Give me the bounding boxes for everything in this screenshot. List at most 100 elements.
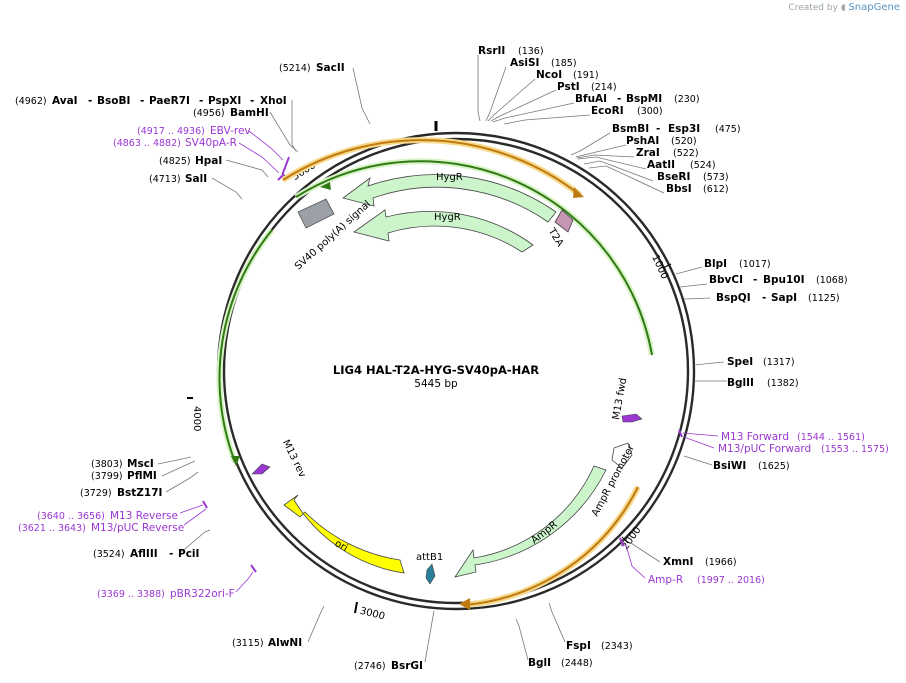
site-name-4: PspXI xyxy=(208,95,241,107)
site-bgli[interactable]: BglI (2448) xyxy=(528,657,593,669)
site-name: BlpI xyxy=(704,258,727,270)
site-pshai[interactable]: PshAI (520) xyxy=(626,135,697,147)
primer-range: (4917 .. 4936) xyxy=(137,126,205,137)
site-bfuai[interactable]: BfuAI - BspMI (230) xyxy=(575,93,700,105)
site-name: AlwNI xyxy=(268,637,302,649)
site-dash: - xyxy=(140,95,144,107)
site-pos: (520) xyxy=(671,136,697,147)
ampr-arrow xyxy=(454,465,607,578)
site-name: BsiWI xyxy=(713,460,746,472)
primer-m13-reverse[interactable]: (3640 .. 3656) M13 Reverse xyxy=(37,510,178,522)
site-zrai[interactable]: ZraI (522) xyxy=(636,147,699,159)
tick-label-4000: 4000 xyxy=(191,406,202,431)
site-name-2: Esp3I xyxy=(668,123,700,135)
site-pos: (4956) xyxy=(193,108,225,119)
site-pos: (3524) xyxy=(93,549,125,560)
site-name-3: PaeR7I xyxy=(149,95,190,107)
primer-name: EBV-rev xyxy=(210,125,251,137)
m13-rev-primer xyxy=(251,463,271,475)
site-name: PshAI xyxy=(626,135,659,147)
site-pos: (1125) xyxy=(808,293,840,304)
primer-m13-forward[interactable]: M13 Forward (1544 .. 1561) xyxy=(721,431,865,443)
primer-amp-r[interactable]: Amp-R (1997 .. 2016) xyxy=(648,574,765,586)
site-alwni[interactable]: (3115) AlwNI xyxy=(232,637,302,649)
site-bseri[interactable]: BseRI (573) xyxy=(657,171,729,183)
primer-sv40pa-r[interactable]: (4863 .. 4882) SV40pA-R xyxy=(113,137,237,149)
site-name: BspQI xyxy=(716,292,751,304)
backbone-inner xyxy=(222,137,690,605)
site-fspi[interactable]: FspI (2343) xyxy=(566,640,633,652)
site-bstz17i[interactable]: (3729) BstZ17I xyxy=(80,487,162,499)
site-name: AvaI xyxy=(52,95,78,107)
attb1-feature xyxy=(425,563,436,585)
green-arc-right xyxy=(295,160,653,356)
site-ecori[interactable]: EcoRI (300) xyxy=(591,105,663,117)
site-bsmbi[interactable]: BsmBI - Esp3I (475) xyxy=(612,123,741,135)
ori-arrow xyxy=(283,494,405,574)
primer-name: M13 Forward xyxy=(721,431,789,443)
site-name: ZraI xyxy=(636,147,660,159)
site-pos: (185) xyxy=(551,58,577,69)
green-arc-left-arrowhead xyxy=(231,456,240,466)
primer-m13-puc-reverse[interactable]: (3621 .. 3643) M13/pUC Reverse xyxy=(18,522,184,534)
primer-range: (1544 .. 1561) xyxy=(797,432,865,443)
site-name: HpaI xyxy=(195,155,222,167)
site-name: BsmBI xyxy=(612,123,649,135)
site-pos: (4962) xyxy=(15,96,47,107)
site-sali[interactable]: (4713) SalI xyxy=(149,173,207,185)
site-name: FspI xyxy=(566,640,591,652)
primer-marks xyxy=(202,156,683,573)
site-psti[interactable]: PstI (214) xyxy=(557,81,617,93)
site-pos: (3115) xyxy=(232,638,264,649)
primer-name: M13 Reverse xyxy=(110,510,178,522)
site-pos: (4825) xyxy=(159,156,191,167)
orange-arc-bottom-arrowhead xyxy=(459,598,470,610)
site-pos: (1382) xyxy=(767,378,799,389)
site-name: BamHI xyxy=(230,107,269,119)
primer-leader-lines xyxy=(179,130,719,593)
site-bsrgi[interactable]: (2746) BsrGI xyxy=(354,660,423,672)
site-msci[interactable]: (3803) MscI xyxy=(91,458,154,470)
site-pos: (1625) xyxy=(758,461,790,472)
primer-m13-puc-forward[interactable]: M13/pUC Forward (1553 .. 1575) xyxy=(718,443,889,455)
site-sacii[interactable]: (5214) SacII xyxy=(279,62,345,74)
site-bbvci[interactable]: BbvCI - Bpu10I (1068) xyxy=(709,274,848,286)
site-spei[interactable]: SpeI (1317) xyxy=(727,356,795,368)
site-name: SacII xyxy=(316,62,345,74)
site-blpi[interactable]: BlpI (1017) xyxy=(704,258,771,270)
site-name: MscI xyxy=(127,458,154,470)
site-hpai[interactable]: (4825) HpaI xyxy=(159,155,222,167)
site-name: BseRI xyxy=(657,171,690,183)
site-pos: (300) xyxy=(637,106,663,117)
orange-arc-top-arrowhead xyxy=(573,187,584,198)
primer-ebv-rev[interactable]: (4917 .. 4936) EBV-rev xyxy=(137,125,251,137)
site-bamhi[interactable]: (4956) BamHI xyxy=(193,107,269,119)
green-arc-left xyxy=(218,229,273,463)
site-asisi[interactable]: AsiSI (185) xyxy=(510,57,577,69)
site-name: AsiSI xyxy=(510,57,539,69)
site-leader-lines xyxy=(157,55,727,663)
site-bglii[interactable]: BglII (1382) xyxy=(727,377,799,389)
site-pos: (191) xyxy=(573,70,599,81)
plasmid-size: 5445 bp xyxy=(414,378,458,390)
site-name-5: XhoI xyxy=(260,95,287,107)
site-xmni[interactable]: XmnI (1966) xyxy=(663,556,737,568)
hygr-inner-label: HygR xyxy=(434,212,461,223)
site-afliii[interactable]: (3524) AflIII - PciI xyxy=(93,548,199,560)
site-aatii[interactable]: AatII (524) xyxy=(647,159,716,171)
site-avai[interactable]: (4962) AvaI - BsoBI - PaeR7I - PspXI - X… xyxy=(15,95,287,107)
site-rsrii[interactable]: RsrII (136) xyxy=(478,45,544,57)
site-pos: (3803) xyxy=(91,459,123,470)
site-bsiwi[interactable]: BsiWI (1625) xyxy=(713,460,790,472)
site-bbsi[interactable]: BbsI (612) xyxy=(666,183,729,195)
site-pos: (1317) xyxy=(763,357,795,368)
primer-pbr322ori-f[interactable]: (3369 .. 3388) pBR322ori-F xyxy=(97,588,235,600)
site-pflmi[interactable]: (3799) PflMI xyxy=(91,470,157,482)
created-by-text: Created by xyxy=(788,3,838,13)
tick-4000: 4000 xyxy=(187,397,202,431)
site-name: PstI xyxy=(557,81,580,93)
site-bspqi[interactable]: BspQI - SapI (1125) xyxy=(716,292,840,304)
site-ncoi[interactable]: NcoI (191) xyxy=(536,69,599,81)
site-name: XmnI xyxy=(663,556,693,568)
